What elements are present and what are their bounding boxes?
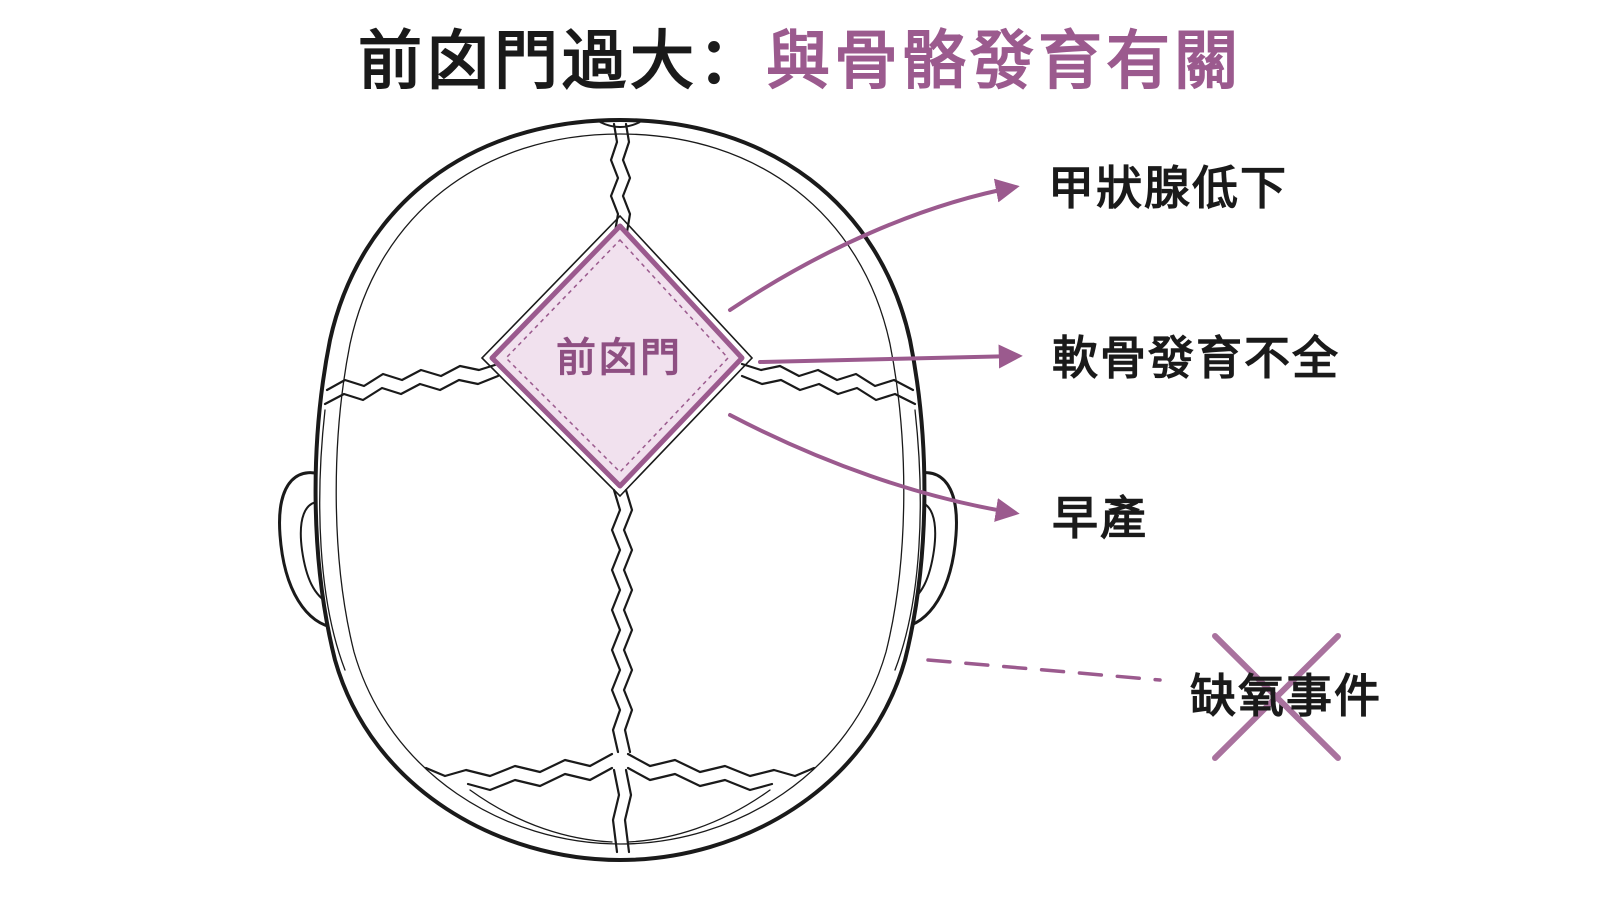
title-part-main: 前囟門過大： bbox=[358, 25, 766, 99]
anterior-fontanelle bbox=[480, 214, 754, 498]
fontanelle-label: 前囟門 bbox=[556, 335, 682, 381]
page-title: 前囟門過大：與骨骼發育有關 bbox=[0, 22, 1600, 102]
cause-label-premature: 早產 bbox=[1052, 491, 1148, 545]
arrow-to-achondroplasia bbox=[758, 344, 1023, 369]
sutures bbox=[319, 122, 921, 854]
arrow-to-hypothyroidism bbox=[728, 178, 1020, 312]
skull-inner-contour bbox=[335, 133, 905, 845]
arrow-to-premature bbox=[728, 413, 1020, 522]
dashed-line-to-excluded bbox=[926, 658, 1162, 682]
skull-outline bbox=[313, 117, 927, 863]
cause-label-hypothyroidism: 甲狀腺低下 bbox=[1048, 161, 1288, 215]
title-part-highlight: 與骨骼發育有關 bbox=[766, 25, 1242, 99]
excluded-label-hypoxia: 缺氧事件 bbox=[1190, 669, 1382, 723]
cause-label-achondroplasia: 軟骨發育不全 bbox=[1052, 331, 1340, 385]
cross-icon bbox=[1212, 633, 1341, 761]
cause-arrows bbox=[728, 178, 1162, 682]
